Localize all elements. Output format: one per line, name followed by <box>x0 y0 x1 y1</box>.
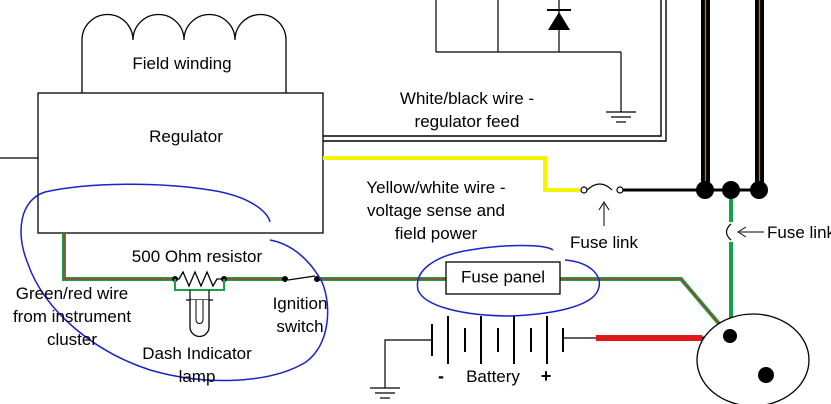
annotation-circle-lamp-circuit <box>20 183 329 382</box>
alternator-ground-stud <box>758 367 774 383</box>
green-red-wire-label-line2: from instrument <box>13 307 131 326</box>
fuse-link-center-terminal-right <box>616 186 624 194</box>
resistor-zigzag <box>175 270 224 288</box>
white-black-wire-label-line1: White/black wire - <box>400 89 534 108</box>
green-red-wire-label-line1: Green/red wire <box>16 284 128 303</box>
fuse-link-center-element <box>586 183 613 191</box>
dash-indicator-label-line1: Dash Indicator <box>142 344 252 363</box>
dash-indicator-lamp <box>174 279 225 338</box>
field-winding-label: Field winding <box>132 54 231 73</box>
resistor-gap <box>173 274 226 284</box>
regulator-label: Regulator <box>149 127 223 146</box>
green-red-wire-tracer <box>63 233 728 334</box>
harness-wires <box>701 0 764 190</box>
fuse-link-center-terminal-left <box>580 186 588 194</box>
alternator-body <box>696 313 810 404</box>
resistor-label: 500 Ohm resistor <box>132 247 263 266</box>
battery-minus-label: - <box>438 366 444 386</box>
annotation-circle-fuse-panel <box>416 244 601 317</box>
ignition-switch-label-line1: Ignition <box>273 294 328 313</box>
ignition-switch-gap <box>283 274 319 284</box>
white-black-wire <box>323 0 667 142</box>
dash-indicator-label-line2: lamp <box>179 367 216 386</box>
ignition-switch-lever <box>287 275 316 281</box>
fuse-link-center-arrowhead <box>598 201 610 211</box>
yellow-white-wire-label-line2: voltage sense and <box>367 201 505 220</box>
battery-label: Battery <box>466 367 520 386</box>
junction-left <box>696 181 714 199</box>
fuse-link-right-label: Fuse link <box>767 223 831 242</box>
yellow-white-wire <box>323 156 580 192</box>
fuse-link-center-label: Fuse link <box>570 233 639 252</box>
regulator-box <box>37 92 324 234</box>
fuse-link-right-element <box>725 223 732 241</box>
fuse-panel-box <box>445 261 561 295</box>
yellow-white-wire-label-line3: field power <box>395 224 478 243</box>
ignition-switch-terminal-left <box>282 276 288 282</box>
junction-middle <box>722 181 740 199</box>
fuse-link-right-arrowhead <box>737 226 747 238</box>
ignition-switch-terminal-right <box>314 276 320 282</box>
battery-plus-label: + <box>541 366 552 386</box>
alternator-output-terminal <box>723 329 737 343</box>
diode-triangle <box>548 12 570 30</box>
junction-right <box>750 181 768 199</box>
battery-symbol <box>370 316 598 399</box>
field-winding-coil <box>81 13 287 105</box>
fuse-panel-label: Fuse panel <box>461 267 545 286</box>
yellow-white-wire-label-line1: Yellow/white wire - <box>366 178 505 197</box>
green-red-wire-label-line3: cluster <box>47 330 97 349</box>
ignition-switch-label-line2: switch <box>276 317 323 336</box>
white-black-wire-label-line2: regulator feed <box>415 112 520 131</box>
